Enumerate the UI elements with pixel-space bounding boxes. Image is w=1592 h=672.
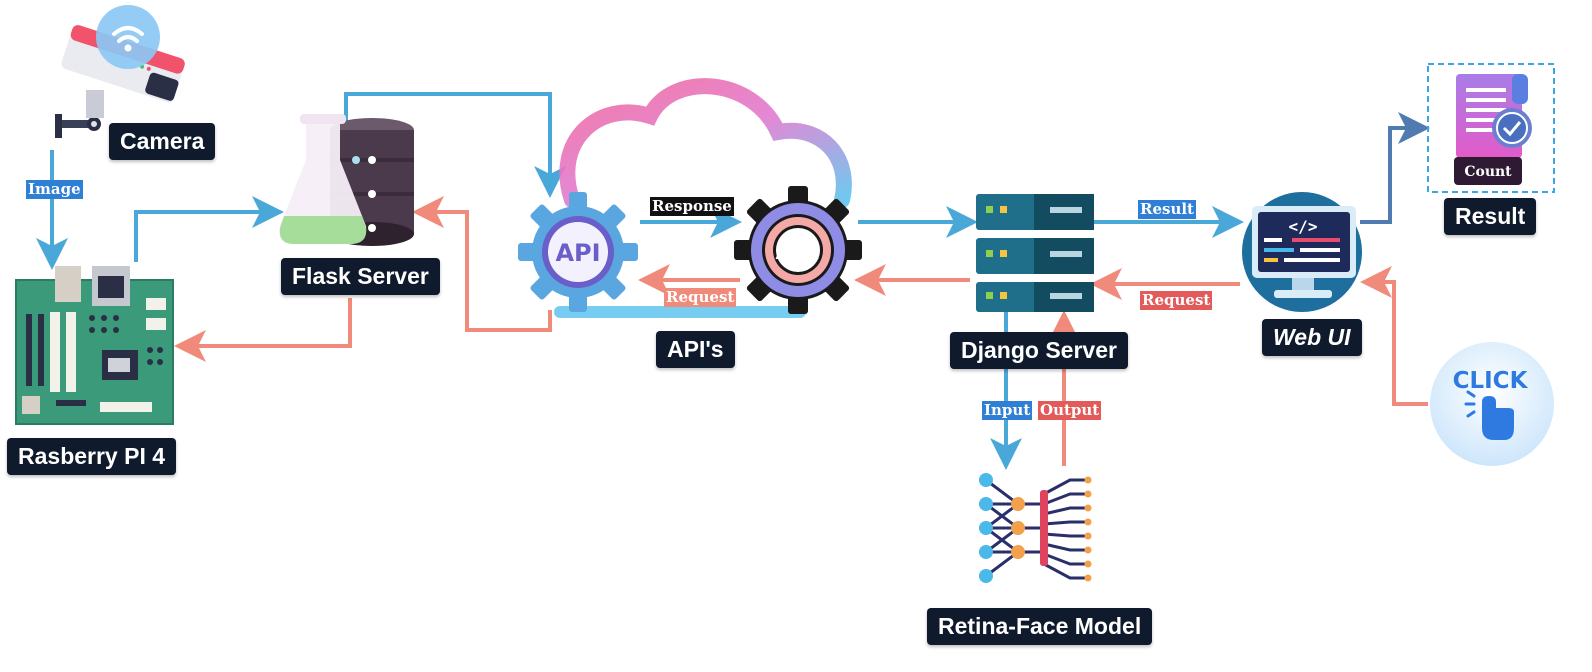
flask-server-label: Flask Server [281,258,440,295]
edge-label-input: Input [982,401,1033,420]
edge-label-response: Response [650,197,734,216]
web-ui-label: Web UI [1262,319,1362,356]
retina-face-network-icon [979,473,1092,583]
edge-web-to-result [1360,112,1430,224]
django-server-icon [976,194,1094,312]
edge-pi-to-flask [134,196,284,262]
flask-server-icon [279,114,414,246]
raspberry-pi-board-icon [15,266,174,425]
result-document-icon [1427,63,1555,193]
web-ui-monitor-icon [1242,192,1362,312]
result-label: Result [1444,198,1537,235]
camera-icon [55,5,185,138]
edge-label-output: Output [1038,401,1102,420]
retina-face-label: Retina-Face Model [927,608,1153,645]
api-right-text: API [775,237,820,265]
edge-click-to-web [1360,266,1428,406]
edge-label-result: Result [1138,200,1196,219]
apis-label: API's [656,331,735,368]
edge-label-request-api: Request [664,288,737,307]
edge-label-image: Image [26,180,83,199]
edge-flask-to-api [344,92,566,198]
camera-label: Camera [109,123,216,160]
api-gear-right-icon [734,186,862,314]
edge-label-request-web: Request [1140,291,1213,310]
click-icon [1430,342,1554,466]
count-text: Count [1464,164,1512,180]
api-cloud-icon [554,78,852,318]
edge-flask-to-pi [174,298,352,362]
raspberry-label: Rasberry PI 4 [7,438,177,475]
api-gear-left-icon [518,192,638,312]
click-text: CLICK [1453,368,1529,394]
django-server-label: Django Server [950,332,1128,369]
code-tag-text: </> [1289,217,1318,236]
edge-api-to-flask [412,196,552,332]
api-left-text: API [555,239,600,267]
